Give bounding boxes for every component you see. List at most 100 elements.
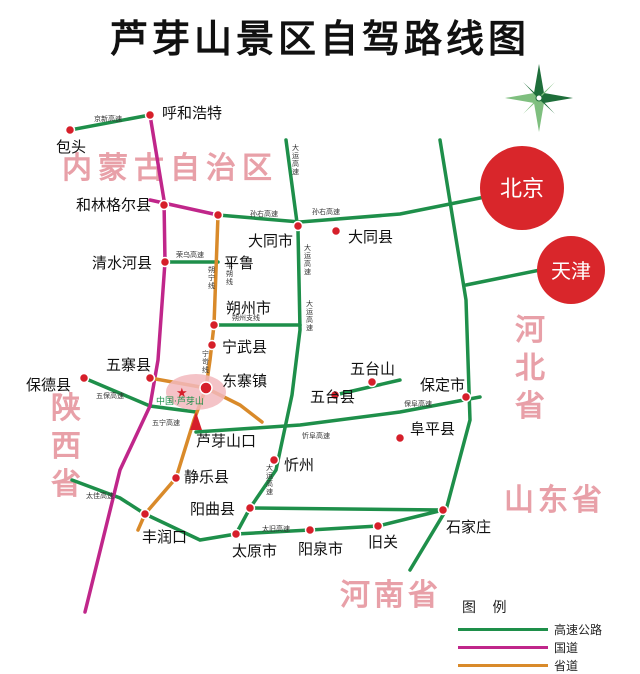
road-label-dayun-4: 运 <box>266 472 273 480</box>
hebei-t-char: 省 <box>515 389 545 424</box>
road-label-dayun-3: 运 <box>306 308 313 316</box>
road-label-baofu: 保阜高速 <box>404 399 432 408</box>
city-label-datong-city: 大同市 <box>248 232 293 250</box>
scenic-area-highlight <box>166 374 226 410</box>
legend-expressway-label: 高速公路 <box>554 623 603 637</box>
city-label-shijiazhuang: 石家庄 <box>446 518 491 536</box>
city-label-luyashan-kou: 芦芽山口 <box>196 432 256 450</box>
luyashan-arrow-icon <box>190 412 202 430</box>
city-dot[interactable] <box>206 339 218 351</box>
legend-provincial-road-label: 省道 <box>554 659 579 673</box>
legend-national-road-label: 国道 <box>554 641 579 655</box>
road-label-pingshuo: 朔 <box>226 269 233 278</box>
city-dot[interactable] <box>230 528 242 540</box>
city-dot[interactable] <box>158 199 170 211</box>
city-dot[interactable] <box>144 109 156 121</box>
city-label-yangquan: 阳泉市 <box>298 540 343 558</box>
city-label-jiuguan: 旧关 <box>368 533 398 551</box>
road-label-dayun-1: 运 <box>292 152 299 160</box>
road-label-dayun-4: 大 <box>266 463 273 472</box>
beijing-marker[interactable] <box>480 146 564 230</box>
map-legend: 图 例 高速公路 国道 省道 <box>452 593 640 673</box>
road-label-dayun-2: 大 <box>304 243 311 252</box>
city-label-qingshuihe: 清水河县 <box>92 254 152 272</box>
expressway-baofu <box>194 395 482 434</box>
city-dot[interactable] <box>170 472 182 484</box>
city-dot[interactable] <box>64 124 76 136</box>
road-label-ningqi: 岢 <box>202 358 209 366</box>
city-label-wutai: 五台县 <box>310 388 355 406</box>
road-label-dayun-1: 高 <box>292 159 299 168</box>
city-dot[interactable] <box>208 319 220 331</box>
city-label-yangqu: 阳曲县 <box>190 500 235 518</box>
beijing-label: 北京 <box>500 177 544 202</box>
road-label-dayun-2: 高 <box>304 259 311 268</box>
city-dot[interactable] <box>304 524 316 536</box>
city-label-hohhot: 呼和浩特 <box>162 104 222 122</box>
city-dot[interactable] <box>212 209 224 221</box>
city-dot[interactable] <box>78 372 90 384</box>
city-dot[interactable] <box>139 508 151 520</box>
city-label-baode: 保德县 <box>26 376 71 394</box>
legend-expressway-swatch <box>458 628 548 631</box>
road-label-shuozhou-branch: 朔州支线 <box>232 313 260 322</box>
city-label-fengrunkou: 丰润口 <box>142 528 187 546</box>
legend-heading: 图 例 <box>462 600 513 616</box>
region-shaanxi: 陕西省 <box>51 391 81 502</box>
city-dot[interactable] <box>159 256 171 268</box>
city-dot[interactable] <box>292 220 304 232</box>
expressway-taijiu <box>234 508 445 536</box>
expressway-jingxin <box>68 113 152 132</box>
city-label-baoding: 保定市 <box>420 376 465 394</box>
road-label-taijia: 太佳高速 <box>86 491 114 500</box>
city-dot[interactable] <box>366 376 378 388</box>
road-label-wuning: 五宁高速 <box>152 418 180 427</box>
shaanxi-t-char: 西 <box>51 429 81 464</box>
road-label-dayun-1: 大 <box>292 143 299 152</box>
road-label-shuoning: 线 <box>208 281 215 290</box>
city-label-pinglu: 平鲁 <box>224 254 254 272</box>
road-label-rongwu: 荣乌高速 <box>176 250 204 259</box>
city-dot[interactable] <box>329 389 341 401</box>
city-dot[interactable] <box>330 225 342 237</box>
city-dot[interactable] <box>199 381 213 395</box>
city-dot[interactable] <box>460 391 472 403</box>
tianjin-label: 天津 <box>551 259 591 283</box>
city-label-dongzhai: 东寨镇 <box>222 372 267 390</box>
expressway-taijia <box>70 478 147 516</box>
city-label-wuzhai: 五寨县 <box>106 356 151 374</box>
road-label-sunyou-1: 孙右高速 <box>250 209 278 218</box>
tianjin-marker[interactable] <box>537 236 605 304</box>
road-label-shuoning: 宁 <box>208 273 215 282</box>
expressway-yangqu-shijiazhuang <box>248 506 445 512</box>
legend-row-provincial-road: 省道 <box>458 657 638 673</box>
expressway-sunyou <box>216 188 522 224</box>
road-label-dayun-3: 大 <box>306 299 313 308</box>
city-label-shuozhou: 朔州市 <box>226 299 271 317</box>
expressway-tianjin <box>464 266 552 287</box>
road-label-dayun-4: 速 <box>266 488 273 496</box>
city-dot[interactable] <box>394 432 406 444</box>
compass-icon <box>505 64 573 132</box>
city-label-datong-county: 大同县 <box>348 228 393 246</box>
road-label-pingshuo: 平 <box>226 262 233 270</box>
road-label-ningqi: 线 <box>202 365 209 374</box>
road-label-ningqi: 宁 <box>202 349 209 358</box>
city-dot[interactable] <box>268 454 280 466</box>
city-dot[interactable] <box>437 504 449 516</box>
road-label-wubao: 五保高速 <box>96 391 124 400</box>
city-label-wutaishan: 五台山 <box>350 360 395 378</box>
city-dot[interactable] <box>244 502 256 514</box>
road-label-dayun-2: 速 <box>304 268 311 276</box>
city-dot[interactable] <box>372 520 384 532</box>
map-title: 芦芽山景区自驾路线图 <box>109 16 530 61</box>
region-henan: 河南省 <box>340 578 442 613</box>
road-label-shuoning: 朔 <box>208 265 215 274</box>
city-label-taiyuan: 太原市 <box>232 542 277 560</box>
expressway-wutai <box>333 378 402 397</box>
road-label-dayun-1: 速 <box>292 168 299 176</box>
region-hebei: 河北省 <box>515 313 545 424</box>
city-dot[interactable] <box>144 372 156 384</box>
shaanxi-t-char: 省 <box>51 467 81 502</box>
